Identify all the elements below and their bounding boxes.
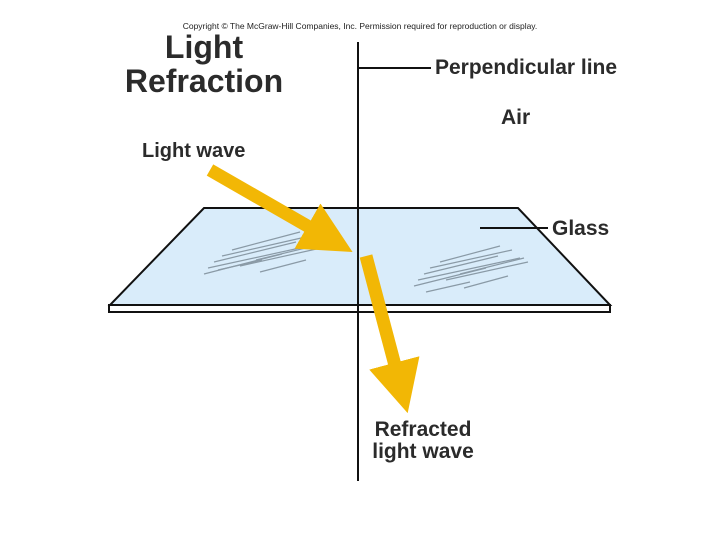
incident-light-wave-arrow [206, 164, 353, 252]
refracted-light-wave-arrow [359, 254, 420, 414]
glass-plate-edge [108, 304, 611, 313]
title-line-1: Light [164, 29, 244, 65]
glass-label: Glass [552, 217, 610, 240]
glass-reflection-right [413, 245, 529, 293]
air-label: Air [501, 106, 531, 129]
refracted-label-line-1: Refracted [374, 418, 472, 441]
light-wave-label: Light wave [142, 140, 246, 162]
diagram-title: Light Refraction [104, 30, 304, 98]
perpendicular-line-label: Perpendicular line [435, 56, 618, 79]
refracted-light-wave-label: Refracted light wave [362, 419, 484, 463]
title-line-2: Refraction [124, 63, 284, 99]
glass-plate [107, 207, 613, 306]
refracted-label-line-2: light wave [372, 440, 474, 463]
copyright-notice: Copyright © The McGraw-Hill Companies, I… [182, 21, 538, 31]
